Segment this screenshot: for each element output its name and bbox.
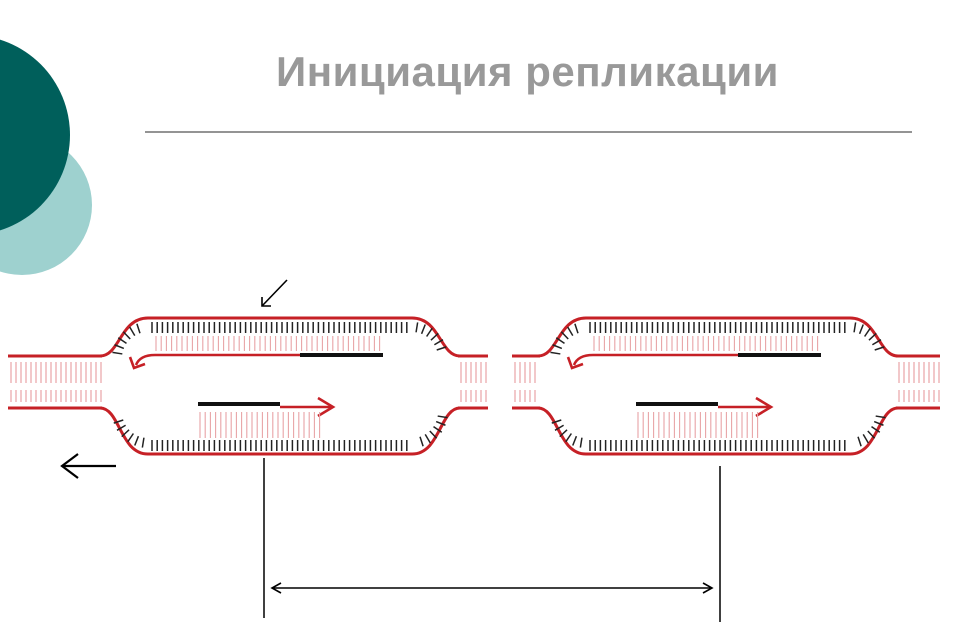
dark-teal-circle — [0, 39, 70, 231]
base-tick — [437, 415, 448, 419]
base-tick — [572, 435, 578, 446]
base-tick — [552, 344, 563, 350]
replication-bubble-2 — [537, 316, 899, 456]
base-tick — [419, 436, 424, 447]
base-tick — [113, 419, 124, 424]
daughter-strand-upper-arrowhead — [566, 356, 584, 370]
slide-title: Инициация репликации — [276, 48, 779, 95]
base-tick — [559, 429, 568, 438]
base-tick — [874, 346, 885, 351]
base-tick — [858, 324, 864, 335]
base-tick — [141, 437, 145, 448]
base-tick — [433, 425, 443, 433]
base-tick — [560, 331, 569, 340]
base-tick — [420, 324, 426, 335]
base-tick — [565, 433, 573, 443]
base-tick — [436, 346, 447, 351]
daughter-strand-upper — [134, 353, 300, 366]
base-tick — [868, 332, 877, 341]
left-edge-mask — [0, 280, 8, 625]
base-tick — [114, 344, 125, 350]
parental-strand-bottom — [99, 406, 461, 456]
base-tick — [134, 435, 140, 446]
base-tick — [112, 351, 123, 355]
daughter-strand-upper-arrowhead — [128, 356, 146, 370]
middle-parental-duplex — [458, 354, 540, 410]
base-tick — [425, 327, 433, 337]
base-tick — [424, 434, 431, 444]
base-tick — [579, 437, 583, 448]
base-tick — [555, 337, 565, 345]
base-tick — [875, 415, 886, 419]
base-tick — [434, 339, 444, 346]
base-tick — [550, 351, 561, 355]
base-tick — [867, 430, 876, 439]
right-parental-duplex — [896, 354, 940, 410]
daughter-strand-lower-arrowhead — [317, 396, 336, 418]
base-tick — [415, 322, 419, 333]
base-tick — [574, 323, 579, 334]
pointer-arrow — [261, 279, 288, 307]
base-tick — [863, 327, 871, 337]
base-tick — [873, 420, 884, 426]
base-tick — [117, 337, 127, 345]
base-tick — [853, 322, 857, 333]
base-tick — [871, 425, 881, 433]
parental-strand-bottom — [537, 406, 899, 456]
base-tick — [551, 419, 562, 424]
base-tick — [872, 339, 882, 346]
base-tick — [121, 429, 130, 438]
parental-strand-top — [99, 316, 461, 358]
base-tick — [862, 434, 869, 444]
base-tick — [122, 331, 131, 340]
replication-bubble-1 — [99, 316, 461, 456]
fork-direction-arrow — [60, 453, 116, 479]
base-tick — [430, 332, 439, 341]
base-tick — [567, 326, 574, 336]
base-tick — [129, 326, 136, 336]
base-tick — [857, 436, 862, 447]
base-tick — [554, 424, 564, 431]
parental-strand-top — [537, 316, 899, 358]
base-tick — [435, 420, 446, 426]
base-tick — [429, 430, 438, 439]
base-tick — [136, 323, 141, 334]
distance-double-arrow — [270, 582, 714, 594]
base-tick — [116, 424, 126, 431]
daughter-strand-upper — [572, 353, 738, 366]
daughter-strand-lower-arrowhead — [755, 396, 774, 418]
base-tick — [127, 433, 135, 443]
left-parental-duplex — [8, 354, 102, 410]
